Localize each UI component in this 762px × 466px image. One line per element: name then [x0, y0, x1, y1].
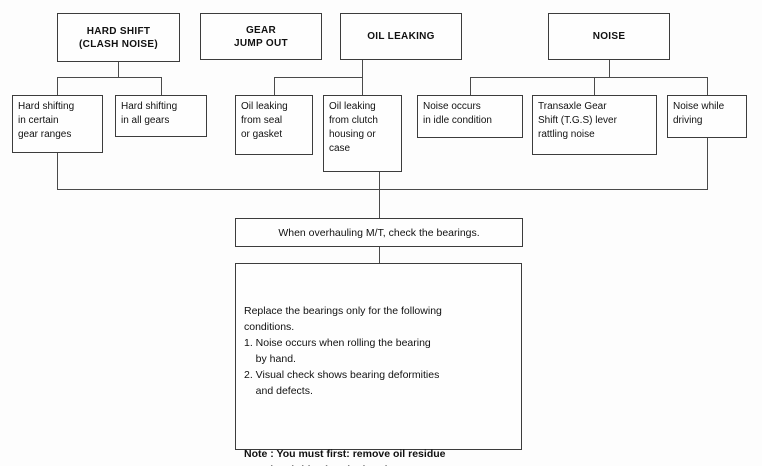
connector-noise-branch — [470, 77, 708, 78]
symptom-hard-shifting-all-gears: Hard shifting in all gears — [115, 95, 207, 137]
connector-bus-horizontal — [57, 189, 708, 190]
connector-noise-drop-1 — [470, 78, 471, 95]
connector-bus-drop-middle — [379, 172, 380, 189]
header-oil-leaking: OIL LEAKING — [340, 13, 462, 60]
connector-hardshift-branch — [57, 77, 162, 78]
replace-note-text: Note : You must first: remove oil residu… — [244, 448, 446, 466]
connector-bus-drop-right — [707, 138, 708, 189]
connector-bus-to-overhaul — [379, 190, 380, 218]
symptom-noise-driving: Noise while driving — [667, 95, 747, 138]
connector-hardshift-drop-2 — [161, 78, 162, 95]
header-noise: NOISE — [548, 13, 670, 60]
symptom-hard-shifting-certain-gears: Hard shifting in certain gear ranges — [12, 95, 103, 153]
connector-hardshift-drop-1 — [57, 78, 58, 95]
symptom-noise-idle: Noise occurs in idle condition — [417, 95, 523, 138]
connector-oilleak-drop-1 — [274, 78, 275, 95]
symptom-tgs-lever-rattle: Transaxle Gear Shift (T.G.S) lever rattl… — [532, 95, 657, 155]
symptom-oil-leak-clutch-housing: Oil leaking from clutch housing or case — [323, 95, 402, 172]
connector-noise-stem — [609, 60, 610, 77]
replace-bearings-conditions-box: Replace the bearings only for the follow… — [235, 263, 522, 466]
replace-conditions-text: Replace the bearings only for the follow… — [244, 305, 442, 397]
symptom-oil-leak-seal-gasket: Oil leaking from seal or gasket — [235, 95, 313, 155]
connector-noise-drop-2 — [594, 78, 595, 95]
connector-hardshift-stem — [118, 62, 119, 77]
connector-bus-drop-left — [57, 153, 58, 189]
connector-overhaul-to-replace — [379, 247, 380, 263]
connector-oilleak-branch — [274, 77, 363, 78]
overhaul-check-bearings-box: When overhauling M/T, check the bearings… — [235, 218, 523, 247]
connector-noise-drop-3 — [707, 78, 708, 95]
header-gear-jump-out: GEAR JUMP OUT — [200, 13, 322, 60]
header-hard-shift: HARD SHIFT (CLASH NOISE) — [57, 13, 180, 62]
